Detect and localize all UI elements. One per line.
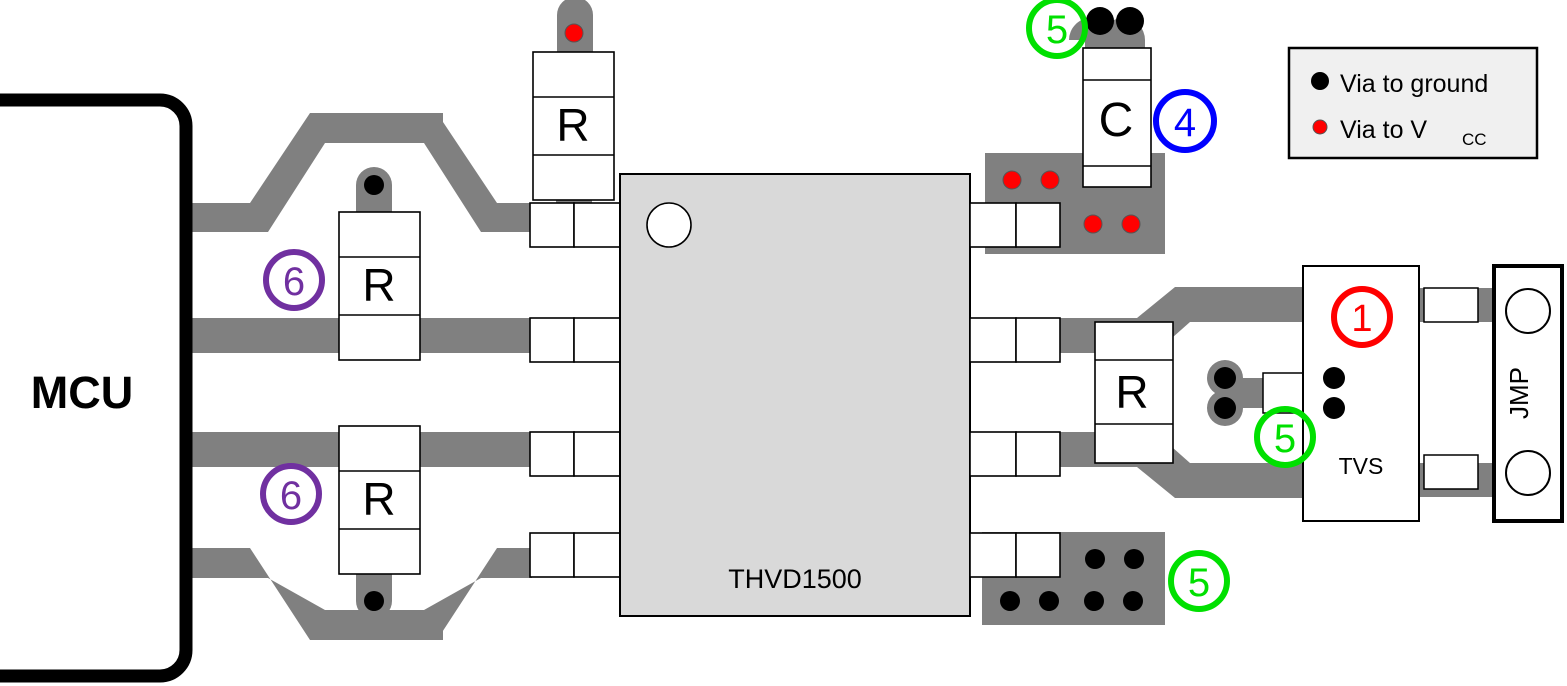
capacitor-label: C [1099,94,1134,147]
resistor-right-label: R [1115,366,1148,418]
trace-to-tvs-upper [1137,287,1310,353]
via-ground-pour-3 [1000,591,1020,611]
callout-5-top: 5 [1026,0,1088,59]
jmp-hole-1-icon [1505,288,1551,334]
ground-vias [364,7,1345,611]
resistor-lower-left-label: R [362,473,395,525]
ic-pins-left [529,202,621,578]
via-ground-pour-4 [1039,591,1059,611]
via-ground-tvs-l2 [1214,397,1236,419]
via-ground-pour-2 [1124,549,1144,569]
resistor-top-label: R [556,99,589,151]
callout-5-top-number: 5 [1046,8,1068,52]
via-ground-cap-1 [1086,7,1114,35]
via-ground-upper-resistor [364,175,384,195]
via-vcc-dot-icon [1312,119,1328,135]
callout-1: 1 [1331,286,1393,348]
via-ground-tvs-l1 [1214,367,1236,389]
via-vcc-pour-4 [1121,214,1141,234]
via-ground-pour-5 [1084,591,1104,611]
ic-pins-right [969,202,1061,578]
resistor-right[interactable]: R [1094,321,1174,464]
callout-4-number: 4 [1174,101,1196,145]
trace-upper-r-to-ic [400,318,532,353]
via-vcc-pour-1 [1002,170,1022,190]
via-ground-lower-resistor [364,591,384,611]
callout-6-lower-number: 6 [280,474,302,518]
callout-6-upper: 6 [263,249,325,311]
via-ground-cap-2 [1116,7,1144,35]
trace-top-down-to-ic [424,113,532,232]
tvs-label: TVS [1339,453,1384,479]
resistor-upper-left-label: R [362,259,395,311]
via-vcc-top-resistor [564,23,584,43]
trace-mcu-to-lower-r [188,432,348,467]
pin1-circle-icon [646,202,692,248]
jmp-hole-2-icon [1505,450,1551,496]
legend: Via to ground Via to V CC [1287,46,1539,160]
via-ground-tvs-r1 [1323,367,1345,389]
ic-thvd1500[interactable]: THVD1500 [619,173,971,617]
resistor-upper-left[interactable]: R [338,211,421,361]
jumper-label: JMP [1504,367,1534,419]
trace-bottom-up-to-ic [424,548,532,640]
callout-5-bottom-number: 5 [1188,561,1210,605]
callout-4: 4 [1153,89,1217,153]
vcc-vias [564,23,1141,234]
legend-item-vcc-subscript: CC [1462,130,1487,149]
callout-6-lower: 6 [260,463,322,525]
resistor-top[interactable]: R [532,51,615,201]
callout-6-upper-number: 6 [283,260,305,304]
callout-1-number: 1 [1351,298,1372,340]
tvs-pads [1423,287,1479,490]
trace-to-tvs-lower [1137,432,1310,498]
ic-label: THVD1500 [728,564,862,594]
tvs-diode[interactable]: TVS [1302,265,1420,522]
via-ground-pour-1 [1085,549,1105,569]
via-vcc-pour-3 [1083,214,1103,234]
callout-5-tvs: 5 [1254,406,1316,468]
trace-lower-r-to-ic [400,432,532,467]
capacitor-bypass[interactable]: C [1082,47,1152,188]
trace-mcu-to-top-resistor-a [188,113,443,232]
mcu-label: MCU [31,367,133,418]
mcu-block[interactable]: MCU [0,93,193,683]
via-ground-tvs-r2 [1323,397,1345,419]
legend-item-vcc-label: Via to V [1340,116,1427,144]
resistor-lower-left[interactable]: R [338,425,421,575]
via-ground-pour-6 [1123,591,1143,611]
callout-5-tvs-number: 5 [1274,417,1296,461]
jumper-header[interactable]: JMP [1492,264,1564,523]
legend-item-ground-label: Via to ground [1340,70,1488,98]
via-vcc-pour-2 [1040,170,1060,190]
trace-mcu-to-upper-r [188,318,348,353]
callout-5-bottom: 5 [1168,550,1230,612]
via-ground-dot-icon [1311,72,1329,90]
